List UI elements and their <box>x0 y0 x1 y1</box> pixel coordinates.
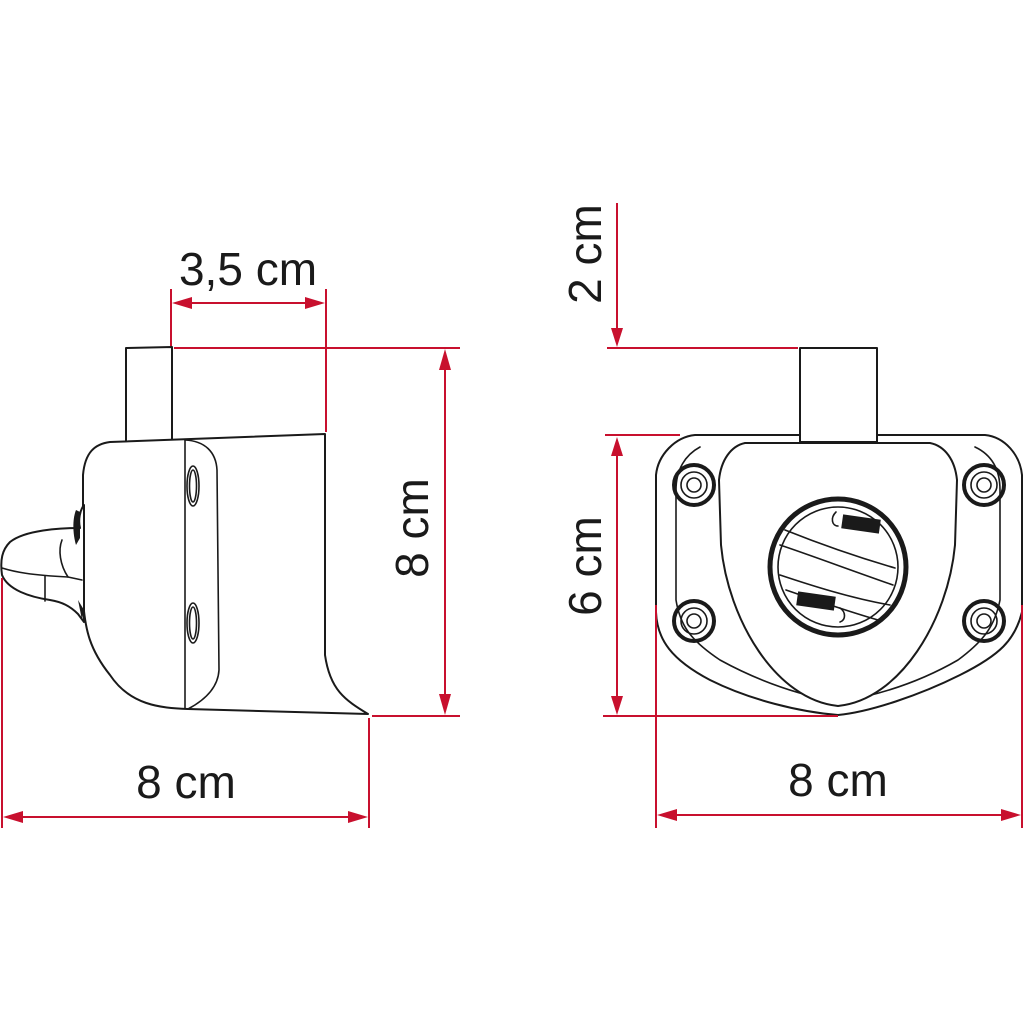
side-dimensions <box>1 289 460 828</box>
front-screw-top-right <box>962 463 1006 507</box>
front-view-drawing <box>655 347 1023 716</box>
front-top-post <box>799 347 878 443</box>
front-bottom-width-label: 8 cm <box>788 754 888 806</box>
front-screw-bottom-right <box>962 599 1006 643</box>
front-screw-top-left <box>672 463 716 507</box>
side-hole-bottom <box>186 602 200 644</box>
side-height-label: 8 cm <box>386 478 438 578</box>
side-top-post <box>125 346 173 443</box>
front-lock-cylinder <box>767 496 909 638</box>
side-hole-bottom-inner <box>188 606 198 640</box>
front-dimensions <box>603 203 1023 828</box>
side-main-body <box>82 433 369 715</box>
side-bottom-width-label: 8 cm <box>136 756 236 808</box>
front-post-height-label: 2 cm <box>559 204 611 304</box>
front-screw-bottom-left <box>672 599 716 643</box>
side-view-drawing <box>0 346 369 715</box>
side-plate-curve <box>184 439 220 710</box>
side-hole-top-inner <box>188 469 198 503</box>
side-hole-top <box>186 465 200 507</box>
front-body-height-label: 6 cm <box>559 516 611 616</box>
side-knob <box>0 504 85 623</box>
side-top-width-label: 3,5 cm <box>179 243 317 295</box>
